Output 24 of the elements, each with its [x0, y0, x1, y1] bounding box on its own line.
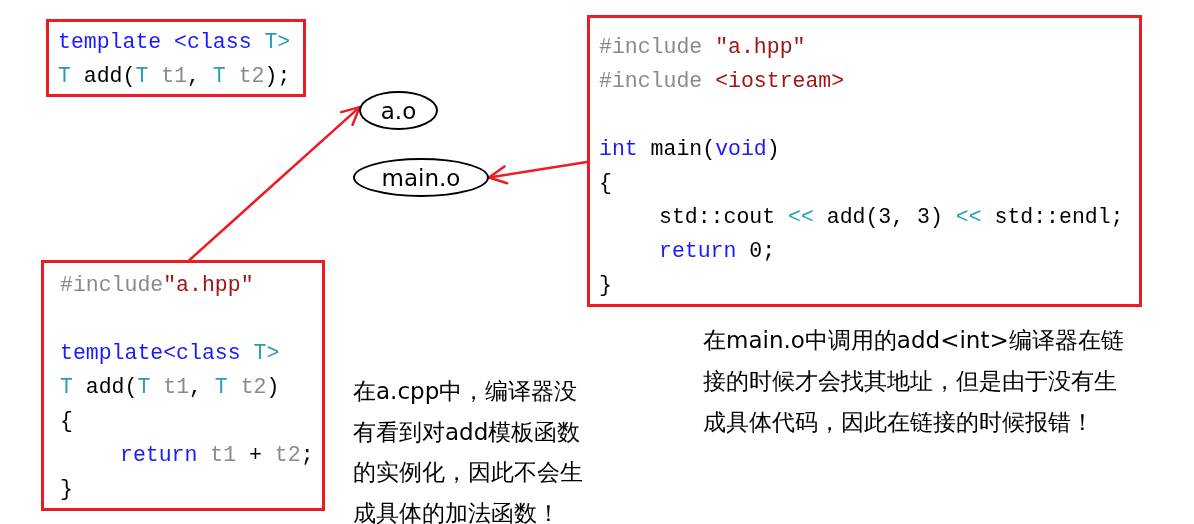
arrow — [487, 160, 589, 185]
code-line: T add(T t1, T t2) — [60, 374, 280, 401]
code-box — [46, 19, 306, 97]
code-line: return t1 + t2; — [120, 442, 314, 469]
code-line: std::cout << add(3, 3) << std::endl; — [659, 204, 1124, 231]
code-box — [587, 15, 1142, 307]
arrow — [188, 105, 361, 262]
note-text: 在a.cpp中，编译器没有看到对add模板函数的实例化，因此不会生成具体的加法函数！ — [353, 377, 584, 524]
code-line: } — [599, 272, 612, 299]
code-line: template <class T> — [58, 28, 291, 56]
code-line: } — [60, 476, 73, 503]
note-text: 在main.o中调用的add<int>编译器在链接的时候才会找其地址，但是由于没有生成具体代码，因此在链接的时候报错！ — [703, 326, 1125, 437]
code-line: int main(void) — [599, 136, 780, 163]
code-line: #include"a.hpp" — [60, 272, 254, 299]
code-line: template<class T> — [60, 340, 280, 367]
code-line: #include "a.hpp" — [599, 34, 806, 61]
code-line: T add(T t1, T t2); — [58, 62, 291, 90]
ellipse-node: a.o — [359, 91, 438, 130]
code-line: { — [599, 170, 612, 197]
code-line: #include <iostream> — [599, 68, 845, 95]
code-line: return 0; — [659, 238, 776, 265]
code-line: { — [60, 408, 73, 435]
ellipse-node: main.o — [353, 158, 489, 197]
code-box — [41, 260, 325, 511]
